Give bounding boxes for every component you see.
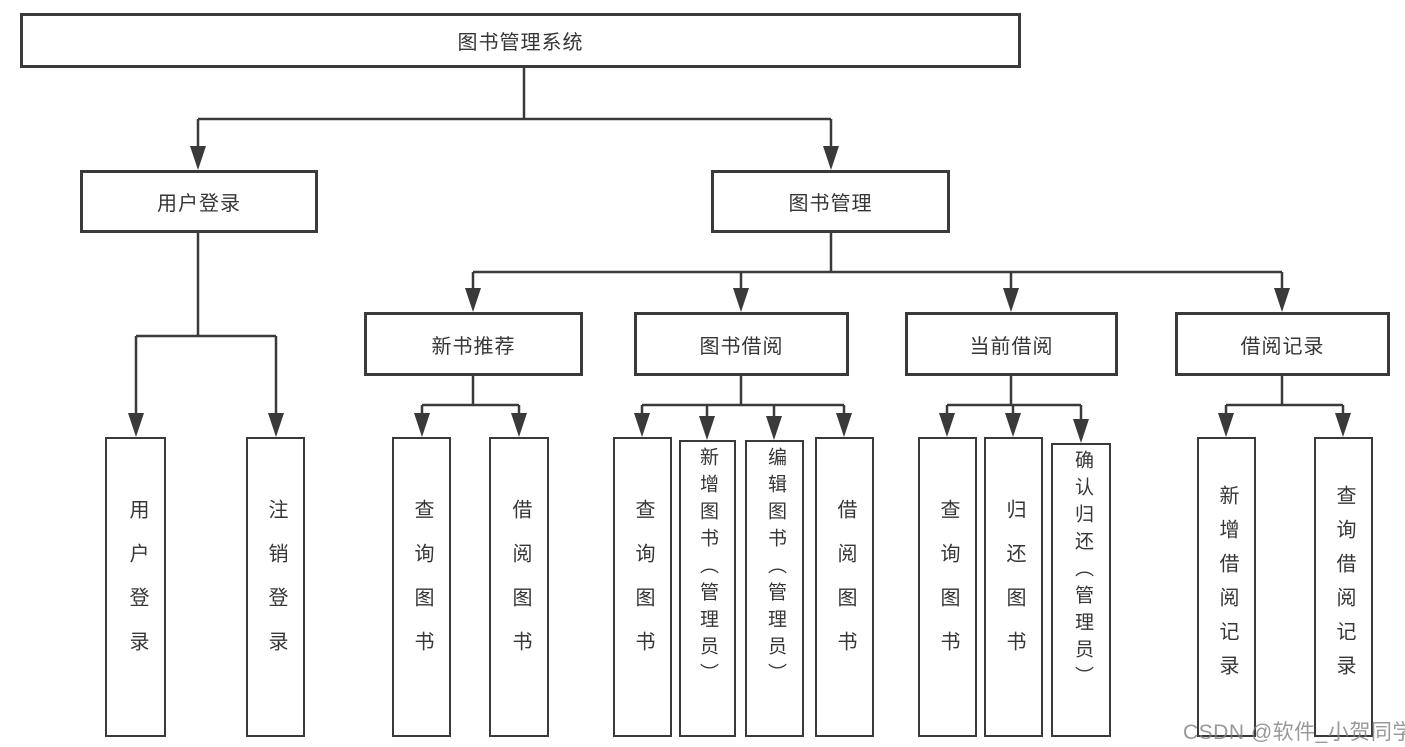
node-borrow-records: 借阅记录 [1175, 312, 1390, 376]
leaf-query-books-current: 查询图书 [918, 437, 977, 737]
leaf-add-books-admin: 新增图书（管理员） [679, 440, 736, 737]
leaf-add-borrow-record: 新增借阅记录 [1197, 437, 1256, 737]
leaf-user-login: 用户登录 [105, 437, 166, 737]
node-new-book-recommend: 新书推荐 [364, 312, 583, 376]
leaf-query-borrow-record: 查询借阅记录 [1314, 437, 1373, 737]
leaf-edit-books-admin: 编辑图书（管理员） [745, 440, 804, 737]
leaf-logout: 注销登录 [246, 437, 305, 737]
arrowheads [128, 146, 1351, 443]
leaf-query-books-recommend: 查询图书 [392, 437, 451, 737]
leaf-borrow-books-borrowing: 借阅图书 [815, 437, 874, 737]
leaf-return-books: 归还图书 [984, 437, 1043, 737]
leaf-confirm-return-admin: 确认归还（管理员） [1051, 443, 1111, 737]
csdn-watermark: CSDN @软件_小贺同学 [1183, 721, 1405, 744]
leaf-query-books-borrowing: 查询图书 [613, 437, 672, 737]
node-current-borrowing: 当前借阅 [905, 312, 1118, 376]
leaf-borrow-books-recommend: 借阅图书 [489, 437, 549, 737]
node-book-management: 图书管理 [711, 170, 950, 233]
node-root: 图书管理系统 [20, 13, 1021, 68]
node-book-borrowing: 图书借阅 [634, 312, 849, 376]
node-user-login: 用户登录 [80, 170, 318, 233]
